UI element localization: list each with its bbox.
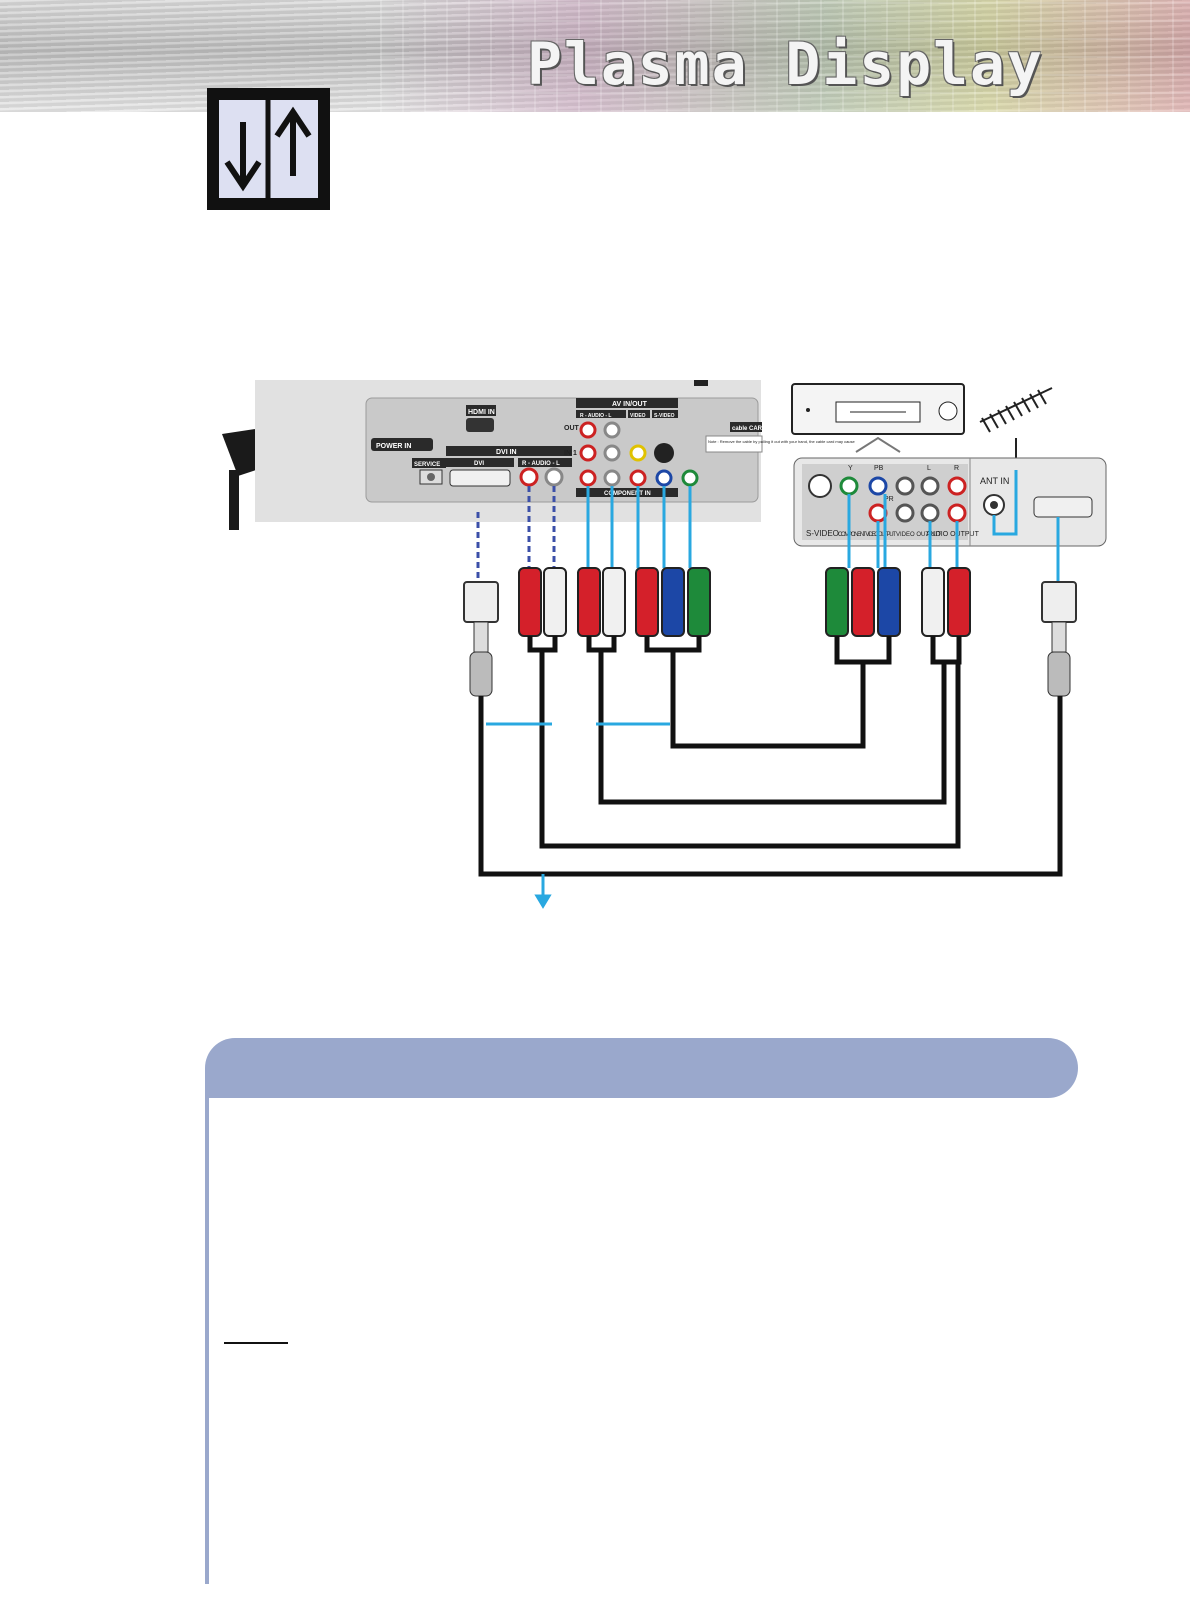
rca-plugs [463, 567, 1077, 697]
av-in-out-label: AV IN/OUT [612, 401, 648, 408]
tv-cable-wires [476, 470, 1060, 582]
device-video-output-label: VIDEO OUTPUT [896, 532, 941, 538]
antenna-icon [979, 387, 1053, 470]
header-banner: Plasma Display [0, 0, 1190, 112]
dvi-plug-left [463, 581, 499, 697]
av-audio-label: R - AUDIO - L [580, 413, 611, 419]
power-in-label: POWER IN [376, 443, 411, 450]
connection-diagram: POWER IN HDMI IN SERVICE DVI IN DVI R - … [222, 380, 1107, 909]
hdmi-in-label: HDMI IN [468, 409, 495, 416]
dvi-label: DVI [474, 461, 484, 467]
device-component-label: COMPONENT VIDEO OUTPUT [838, 532, 896, 538]
audio-l-label: L [927, 465, 931, 472]
dvi-in-label: DVI IN [496, 449, 517, 456]
service-label: SERVICE [414, 462, 440, 468]
device-back-panel: Y PB PR L R S-VIDEO COMPONENT VIDEO OUTP… [793, 457, 1107, 547]
in1-label: IN 1 [564, 450, 577, 457]
external-device [791, 383, 965, 453]
ant-in-label: ANT IN [980, 476, 1009, 486]
dvi-plug-right [1041, 581, 1077, 697]
section-header-bar [205, 1038, 1078, 1098]
cable-runs [478, 636, 1063, 877]
component-in-label: COMPONENT IN [604, 491, 651, 497]
dvi-audio-label: R - AUDIO - L [522, 461, 560, 467]
s-video-label: S-VIDEO [654, 413, 675, 419]
cable-card-label: cable CARD [732, 426, 767, 432]
pb-label: PB [874, 465, 884, 472]
out-label: OUT [564, 425, 580, 432]
up-down-arrows-icon [207, 88, 330, 210]
pr-label: PR [884, 496, 894, 503]
cable-card-note: Note : Remove the cable by pulling it ou… [708, 439, 856, 444]
signal-indicators [486, 722, 670, 909]
banner-circuit-art [380, 0, 1190, 112]
note-underline [224, 1342, 288, 1344]
banner-title: Plasma Display [527, 30, 1044, 98]
device-audio-output-label: AUDIO OUTPUT [926, 531, 980, 538]
y-label: Y [848, 465, 853, 472]
device-s-video-label: S-VIDEO [806, 529, 839, 538]
tv-back-panel: POWER IN HDMI IN SERVICE DVI IN DVI R - … [255, 380, 856, 522]
section-left-rule [205, 1098, 209, 1584]
banner-texture [0, 0, 1190, 112]
video-label: VIDEO [630, 413, 646, 419]
audio-r-label: R [954, 465, 959, 472]
